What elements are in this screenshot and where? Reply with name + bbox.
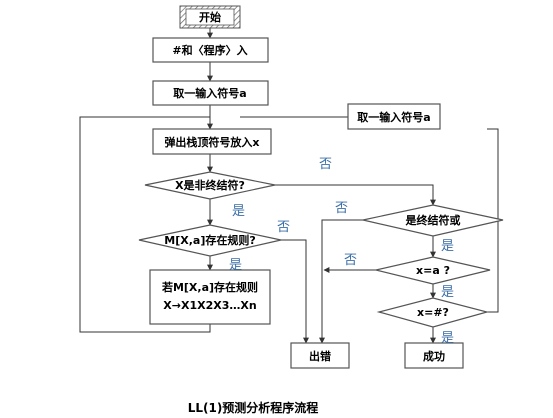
edge-label-yes-xa: 是: [441, 285, 454, 300]
decision-is-terminal: 是终结符或: [362, 204, 504, 237]
node-push: #和〈程序〉入: [152, 37, 269, 63]
edge-label-yes-rule: 是: [229, 258, 242, 273]
decision-rule-exists: M[X,a]存在规则?: [138, 224, 282, 257]
node-read1: 取一输入符号a: [152, 80, 269, 106]
edge-label-no-rule: 否: [277, 220, 290, 235]
decision-rule-exists-label: M[X,a]存在规则?: [164, 233, 255, 247]
diagram-caption: LL(1)预测分析程序流程: [188, 400, 319, 415]
decision-x-eq-a-label: x=a ?: [416, 264, 450, 277]
node-pop: 弹出栈顶符号放入x: [152, 128, 272, 155]
node-apply-rule: 若M[X,a]存在规则 X→X1X2X3…Xn: [149, 269, 271, 325]
edge-label-no-nonterminal: 否: [319, 157, 332, 172]
connectors: [79, 28, 499, 344]
node-read2-label: 取一输入符号a: [357, 110, 430, 124]
edge-label-no-terminal: 否: [335, 201, 348, 216]
edge-loop-back-left: [79, 116, 211, 333]
edge-label-no-xa: 否: [344, 253, 357, 268]
edge-nonterminal-no: [275, 184, 436, 206]
node-apply-rule-label-1: 若M[X,a]存在规则: [162, 280, 258, 294]
decision-x-eq-hash: x=#?: [376, 297, 490, 328]
decision-is-nonterminal: X是非终结符?: [144, 171, 276, 200]
decision-x-eq-hash-label: x=#?: [417, 306, 449, 319]
node-push-label: #和〈程序〉入: [172, 43, 247, 57]
node-success: 成功: [404, 342, 464, 369]
edge-rule-no: [281, 239, 309, 344]
edge-label-yes-nonterminal: 是: [232, 204, 245, 219]
node-read1-label: 取一输入符号a: [173, 86, 246, 100]
decision-is-nonterminal-label: X是非终结符?: [175, 178, 245, 192]
decision-x-eq-a: x=a ?: [375, 256, 491, 285]
node-apply-rule-label-2: X→X1X2X3…Xn: [163, 299, 256, 312]
decision-is-terminal-label: 是终结符或: [405, 213, 461, 227]
node-start-label: 开始: [199, 10, 221, 24]
node-pop-label: 弹出栈顶符号放入x: [164, 135, 259, 149]
edge-label-yes-xhash: 是: [441, 331, 454, 346]
node-read2: 取一输入符号a: [347, 103, 441, 130]
edge-terminal-no: [319, 219, 363, 344]
node-success-label: 成功: [423, 349, 445, 363]
node-error-label: 出错: [309, 349, 331, 363]
node-start: 开始: [179, 5, 241, 29]
edge-label-yes-terminal: 是: [441, 239, 454, 254]
node-error: 出错: [290, 342, 350, 369]
